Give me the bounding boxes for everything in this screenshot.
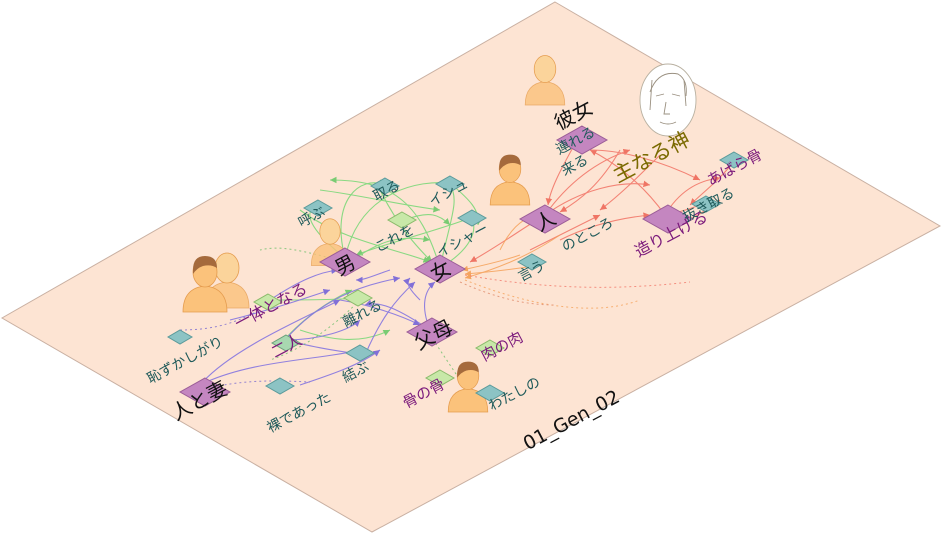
- node-marker: [690, 195, 722, 213]
- node-marker: [270, 334, 302, 352]
- edge: [559, 212, 651, 241]
- node-marker: [434, 175, 466, 193]
- edge: [329, 176, 441, 269]
- node-marker: [302, 199, 334, 217]
- nodes: [167, 125, 750, 407]
- node-marker: [167, 329, 193, 345]
- edge: [589, 149, 666, 216]
- edge: [199, 380, 311, 391]
- edge: [199, 348, 361, 386]
- edge: [464, 234, 561, 280]
- node-marker: [252, 293, 284, 311]
- sketch-face-icon: [639, 63, 697, 137]
- edge: [403, 277, 421, 301]
- node-marker: [474, 384, 506, 402]
- edge: [299, 329, 391, 340]
- node-marker: [178, 377, 232, 407]
- edge: [229, 288, 331, 321]
- node-marker: [555, 125, 609, 155]
- edge: [339, 299, 421, 326]
- edge: [269, 267, 339, 301]
- node-marker: [386, 211, 418, 229]
- edge: [544, 148, 631, 216]
- node-marker: [405, 317, 459, 347]
- edge: [299, 209, 431, 263]
- edge: [179, 309, 261, 331]
- edge: [529, 214, 601, 251]
- node-marker: [424, 369, 456, 387]
- node-marker: [342, 289, 374, 307]
- edge: [559, 149, 621, 213]
- edges-red: [469, 134, 736, 263]
- edge: [355, 269, 391, 284]
- edge: [464, 274, 691, 288]
- edge: [319, 189, 441, 213]
- edge: [299, 349, 381, 386]
- node-marker: [518, 204, 572, 234]
- edge: [461, 254, 521, 272]
- node-marker: [413, 254, 467, 284]
- node-marker: [344, 344, 376, 362]
- edge: [544, 180, 651, 216]
- node-marker: [474, 339, 506, 357]
- node-marker: [516, 253, 548, 271]
- node-marker: [456, 209, 488, 227]
- node-marker: [641, 204, 695, 234]
- node-marker: [264, 377, 296, 395]
- edge: [589, 149, 701, 181]
- node-marker: [318, 247, 372, 277]
- edges-dotted: [179, 247, 691, 391]
- edge: [199, 299, 341, 386]
- edge: [459, 281, 556, 306]
- node-marker: [369, 177, 401, 195]
- edge: [284, 275, 401, 341]
- node-marker: [718, 151, 750, 169]
- edge: [259, 247, 346, 263]
